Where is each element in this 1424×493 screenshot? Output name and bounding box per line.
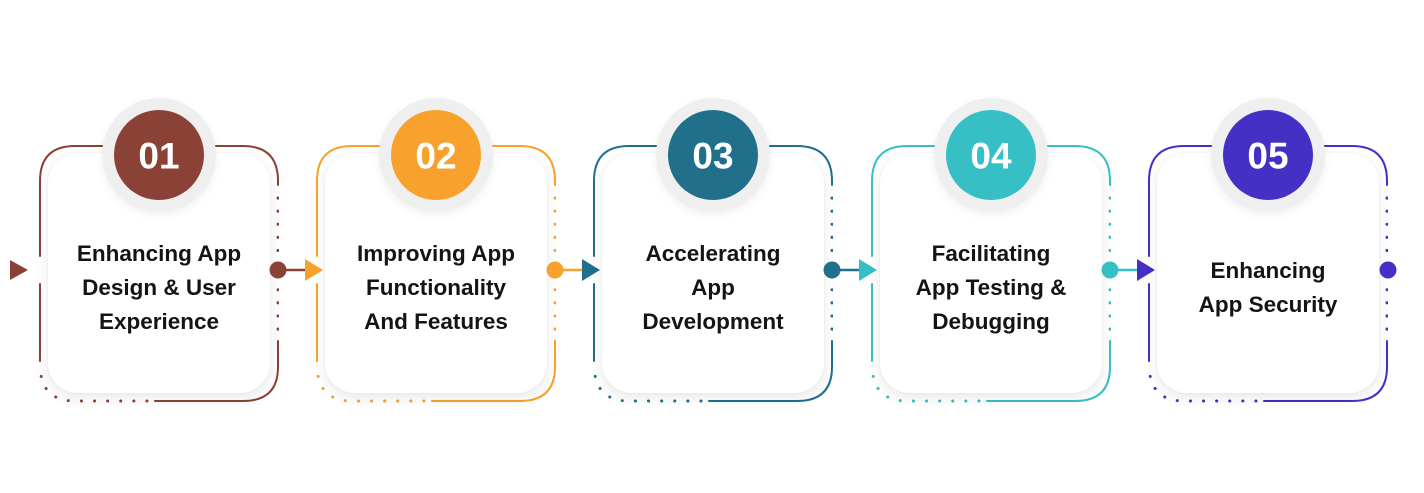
entry-arrow bbox=[10, 260, 28, 280]
step-badge: 02 bbox=[379, 98, 493, 212]
exit-dot bbox=[1379, 261, 1397, 279]
badge-circle bbox=[668, 110, 758, 200]
frame-solid-bottom-right bbox=[1263, 340, 1388, 402]
connector-arrow-icon bbox=[582, 259, 600, 281]
exit-dot-marker bbox=[1379, 261, 1397, 279]
connector-dot bbox=[1101, 261, 1119, 279]
frame-solid-bottom-right bbox=[708, 340, 833, 402]
connector-4-5 bbox=[1101, 259, 1155, 281]
frame-solid-bottom-right bbox=[431, 340, 556, 402]
entry-arrow-icon bbox=[10, 260, 28, 280]
badge-circle bbox=[1223, 110, 1313, 200]
frame-solid-bottom-right bbox=[986, 340, 1111, 402]
connector-1-2 bbox=[269, 259, 323, 281]
step-badge: 05 bbox=[1211, 98, 1325, 212]
frame-solid-bottom-right bbox=[154, 340, 279, 402]
step-title: Improving App Functionality And Features bbox=[357, 241, 515, 334]
connector-dot bbox=[823, 261, 841, 279]
connector-arrow-icon bbox=[859, 259, 877, 281]
step-number: 03 bbox=[692, 136, 733, 177]
step-badge: 01 bbox=[102, 98, 216, 212]
step-number: 02 bbox=[415, 136, 456, 177]
step-card-4: 04 Facilitating App Testing & Debugging bbox=[871, 90, 1111, 412]
badge-circle bbox=[114, 110, 204, 200]
step-number: 04 bbox=[970, 136, 1012, 177]
connector-arrow-icon bbox=[1137, 259, 1155, 281]
step-title: Facilitating App Testing & Debugging bbox=[915, 241, 1067, 334]
step-number: 05 bbox=[1247, 136, 1288, 177]
step-title: Accelerating App Development bbox=[642, 241, 784, 334]
step-card-2: 02 Improving App Functionality And Featu… bbox=[316, 90, 556, 412]
step-title: Enhancing App Security bbox=[1198, 258, 1338, 317]
step-card-5: 05 Enhancing App Security bbox=[1148, 90, 1388, 412]
connector-2-3 bbox=[546, 259, 600, 281]
step-title: Enhancing App Design & User Experience bbox=[76, 241, 242, 334]
connector-arrow-icon bbox=[305, 259, 323, 281]
badge-circle bbox=[391, 110, 481, 200]
step-card-1: 01 Enhancing App Design & User Experienc… bbox=[39, 90, 279, 412]
badge-circle bbox=[946, 110, 1036, 200]
step-card-3: 03 Accelerating App Development bbox=[593, 90, 833, 412]
connector-3-4 bbox=[823, 259, 877, 281]
connector-dot bbox=[269, 261, 287, 279]
step-badge: 03 bbox=[656, 98, 770, 212]
connector-dot bbox=[546, 261, 564, 279]
step-badge: 04 bbox=[934, 98, 1048, 212]
step-number: 01 bbox=[138, 136, 179, 177]
